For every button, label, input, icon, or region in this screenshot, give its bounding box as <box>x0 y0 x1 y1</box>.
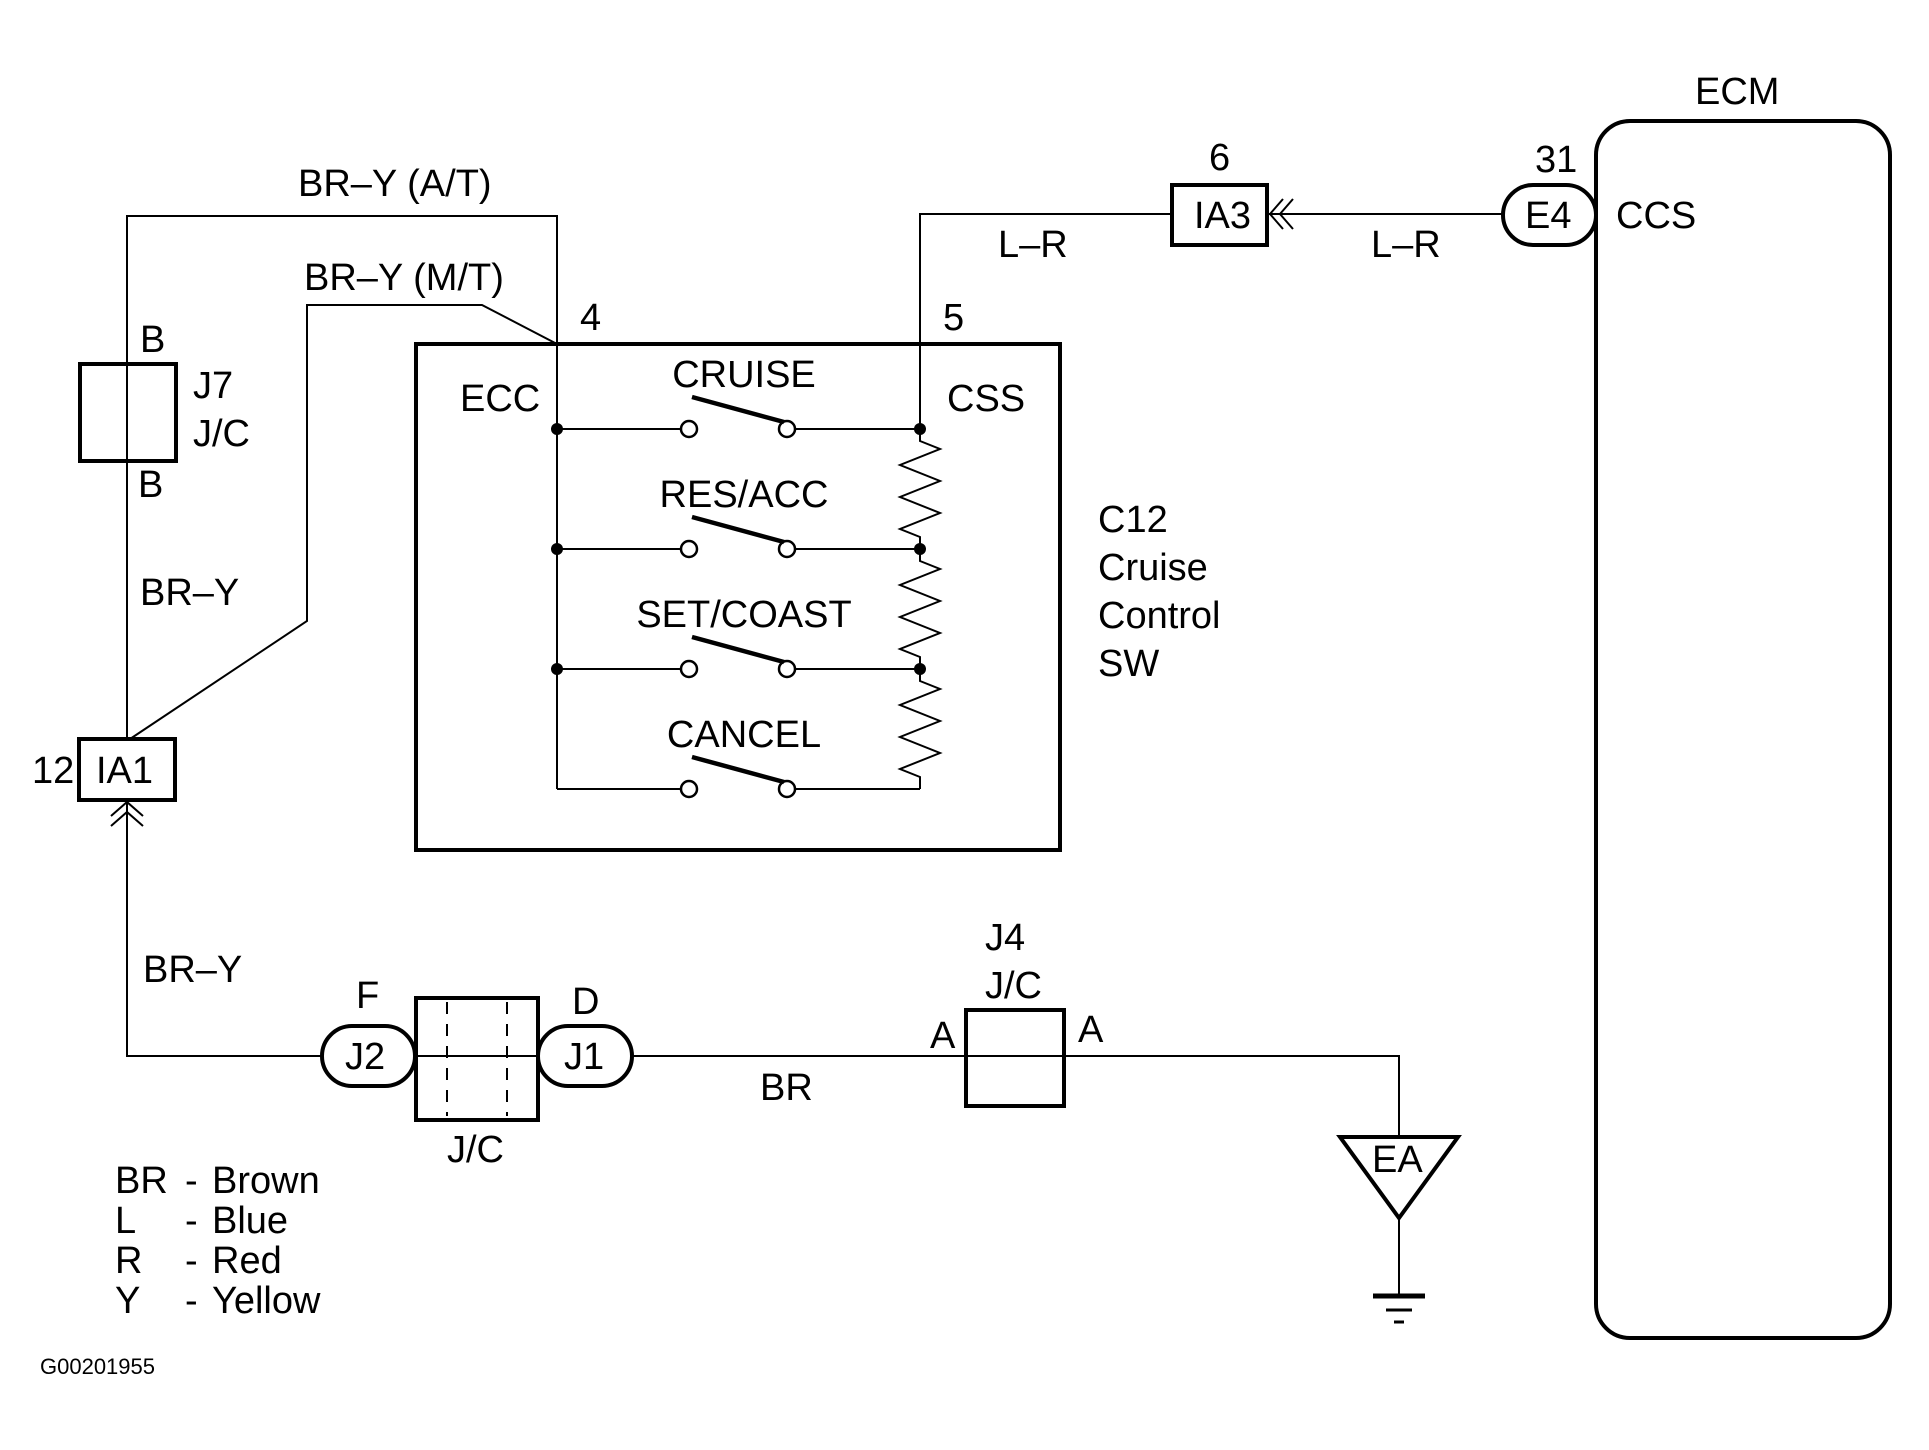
legend-code: R <box>115 1240 142 1282</box>
c12-name-line-2: Control <box>1098 595 1221 637</box>
resistor-icon <box>897 669 943 789</box>
switch-contact-left <box>679 659 699 679</box>
legend-dash: - <box>185 1160 198 1202</box>
legend-code: BR <box>115 1160 168 1202</box>
wire-br-y-lower <box>126 800 322 1057</box>
ia1-label: IA1 <box>96 750 153 792</box>
jc-bottom-box <box>414 996 540 1122</box>
ground-point-ea-triangle <box>1336 1135 1462 1222</box>
j7-type: J/C <box>193 413 250 455</box>
ia1-connector <box>77 737 177 802</box>
legend-dash: - <box>185 1200 198 1242</box>
j4-pin-right: A <box>1078 1009 1104 1051</box>
junction-dot <box>551 543 563 555</box>
switch-contact-right <box>777 539 797 559</box>
j1-connector <box>536 1024 634 1088</box>
ground-icon <box>1373 1293 1425 1324</box>
switch-blade <box>691 394 785 425</box>
switch-contact-left <box>679 779 699 799</box>
wire-label-left-lower: BR–Y <box>143 949 242 991</box>
ia3-plug-icon-2 <box>1278 198 1294 230</box>
switch-blade <box>691 514 785 545</box>
j1-pin: D <box>572 981 599 1023</box>
ecm-box <box>1594 119 1892 1340</box>
j4-id: J4 <box>985 917 1025 959</box>
pin-5-label: 5 <box>943 297 964 339</box>
legend-dash: - <box>185 1240 198 1282</box>
switch-contact-right <box>777 659 797 679</box>
j1-label: J1 <box>564 1036 604 1078</box>
wire-br-y-mt <box>129 304 558 740</box>
wire-label-lr-left: L–R <box>998 224 1068 266</box>
legend-color: Yellow <box>212 1280 321 1322</box>
j7-pin-top: B <box>140 319 165 361</box>
switch-contact-left <box>679 419 699 439</box>
resistor-icon <box>897 549 943 669</box>
j7-junction-box <box>78 362 178 463</box>
switch-res-acc: RES/ACC <box>551 474 926 559</box>
cruise-control-switch-box <box>414 342 1062 852</box>
switch-contact-left <box>679 539 699 559</box>
wire-label-left-upper: BR–Y <box>140 572 239 614</box>
ia3-connector <box>1170 183 1269 247</box>
legend-dash: - <box>185 1280 198 1322</box>
figure-id: G00201955 <box>40 1354 155 1379</box>
ground-label: EA <box>1372 1139 1423 1181</box>
wire-br <box>632 1055 1400 1137</box>
switch-contact-right <box>777 779 797 799</box>
jc-bottom-type: J/C <box>447 1129 504 1171</box>
css-terminal-label: CSS <box>947 378 1025 420</box>
j7-pin-bottom: B <box>138 464 163 506</box>
ecc-terminal-label: ECC <box>460 378 540 420</box>
j4-junction-box <box>964 1008 1066 1108</box>
switch-label: CRUISE <box>672 354 816 396</box>
switch-cruise: CRUISE <box>551 354 926 439</box>
color-legend: BR - Brown L - Blue R - Red Y - Yellow <box>115 1160 321 1322</box>
junction-dot <box>551 663 563 675</box>
wire-l-r-left <box>919 213 1172 344</box>
ia1-plug-icon-2 <box>110 810 144 827</box>
resistor-icon <box>897 429 943 549</box>
j2-pin: F <box>356 975 379 1017</box>
ia1-plug-icon <box>110 800 144 817</box>
switch-label: SET/COAST <box>636 594 851 636</box>
ia3-pin: 6 <box>1209 137 1230 179</box>
switch-label: CANCEL <box>667 714 821 756</box>
legend-color: Blue <box>212 1200 288 1242</box>
e4-connector <box>1501 183 1598 247</box>
ia3-label: IA3 <box>1194 195 1251 237</box>
wire-label-at: BR–Y (A/T) <box>298 163 492 205</box>
switch-set-coast: SET/COAST <box>551 594 926 679</box>
switch-blade <box>691 634 785 665</box>
ecm-pin: 31 <box>1535 139 1577 181</box>
legend-code: Y <box>115 1280 140 1322</box>
switch-cancel: CANCEL <box>557 714 920 799</box>
switch-rows: CRUISE RES/ACC SET/COAST CANCEL <box>551 354 943 799</box>
ia1-pin: 12 <box>32 750 74 792</box>
pin-4-label: 4 <box>580 297 601 339</box>
j7-id: J7 <box>193 365 233 407</box>
legend-color: Red <box>212 1240 282 1282</box>
junction-dot <box>551 423 563 435</box>
wire-label-br: BR <box>760 1067 813 1109</box>
wire-label-mt: BR–Y (M/T) <box>304 257 504 299</box>
c12-name-line-3: SW <box>1098 643 1159 685</box>
c12-name-line-1: Cruise <box>1098 547 1208 589</box>
j4-type: J/C <box>985 965 1042 1007</box>
legend-code: L <box>115 1200 136 1242</box>
legend-color: Brown <box>212 1160 320 1202</box>
ia3-plug-icon <box>1268 198 1284 230</box>
switch-contact-right <box>777 419 797 439</box>
j2-label: J2 <box>345 1036 385 1078</box>
wire-label-lr-right: L–R <box>1371 224 1441 266</box>
switch-blade <box>691 754 785 785</box>
c12-id: C12 <box>1098 499 1168 541</box>
j4-pin-left: A <box>930 1015 956 1057</box>
switch-label: RES/ACC <box>660 474 829 516</box>
ccs-terminal-label: CCS <box>1616 195 1696 237</box>
wire-br-y-at <box>126 215 558 739</box>
e4-label: E4 <box>1525 195 1571 237</box>
ecm-label: ECM <box>1695 71 1779 113</box>
